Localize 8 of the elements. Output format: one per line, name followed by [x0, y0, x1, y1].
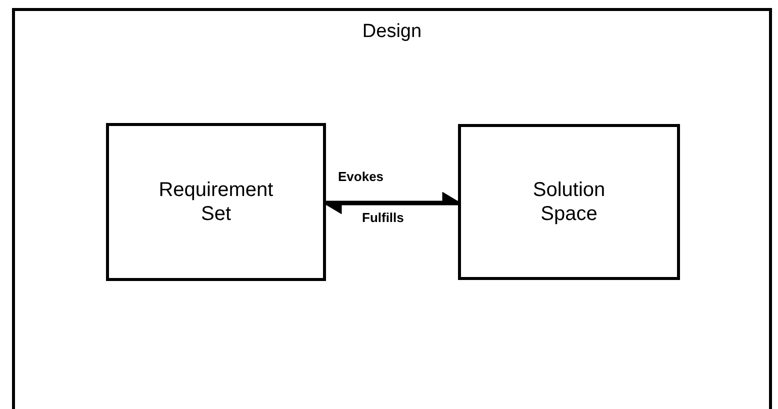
process-box — [458, 124, 680, 280]
arrow — [325, 202, 458, 214]
box-label: Requirement Set — [158, 178, 274, 226]
design-frame — [12, 8, 772, 409]
process-box — [106, 123, 326, 281]
box-label: Solution Space — [532, 178, 606, 226]
frame-title: Design — [362, 20, 422, 44]
arrow — [326, 192, 459, 204]
